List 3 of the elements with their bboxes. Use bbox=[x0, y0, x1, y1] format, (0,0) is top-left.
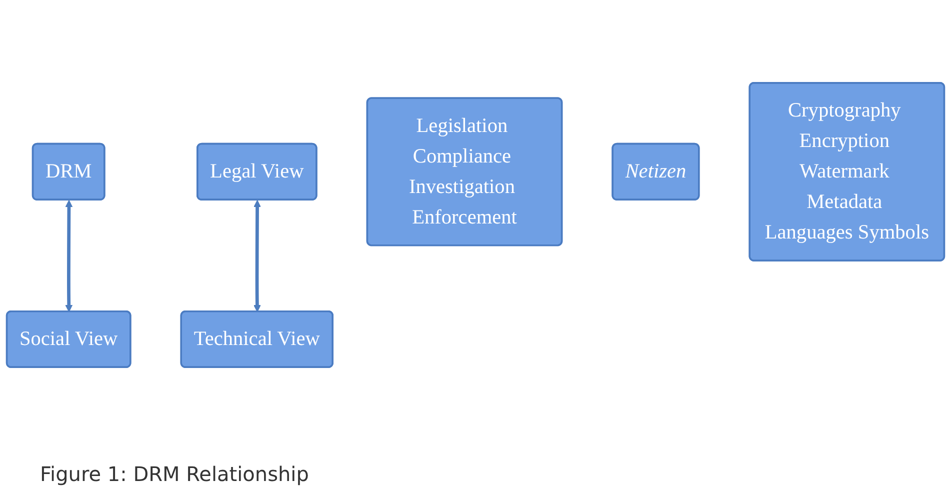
figure-caption: Figure 1: DRM Relationship bbox=[40, 462, 309, 486]
arrow bbox=[65, 200, 73, 312]
arrow bbox=[253, 200, 261, 312]
